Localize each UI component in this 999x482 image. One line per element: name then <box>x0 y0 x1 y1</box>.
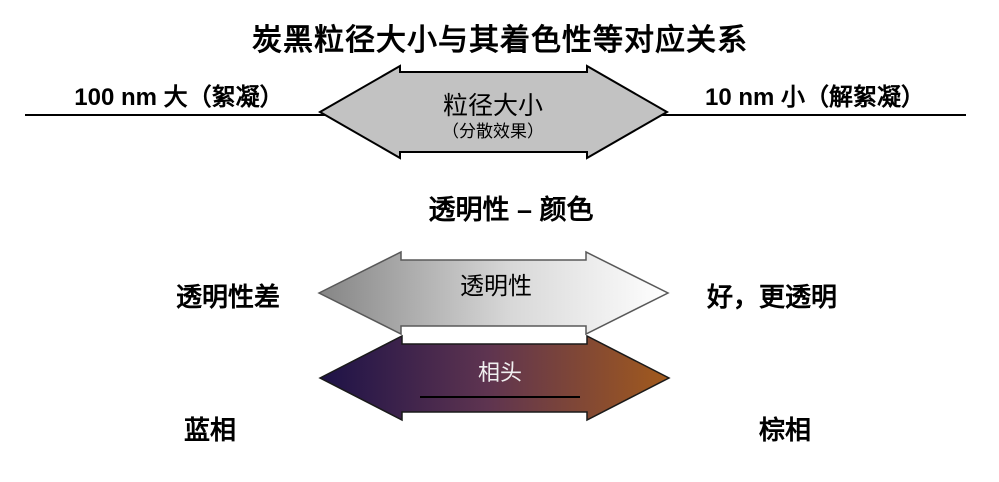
transparency-arrow <box>317 250 670 336</box>
hue-arrow <box>318 334 671 422</box>
particle-size-right-label: 10 nm 小（解絮凝） <box>704 84 926 111</box>
blue-phase-label: 蓝相 <box>183 415 237 445</box>
transparency-right-label: 好，更透明 <box>706 282 838 312</box>
particle-size-left-label: 100 nm 大（絮凝） <box>74 84 284 111</box>
transparency-arrow-label: 透明性 <box>460 273 532 300</box>
particle-size-arrow <box>317 64 670 160</box>
brown-phase-label: 棕相 <box>758 415 812 445</box>
hue-arrow-label: 相头 <box>477 360 523 385</box>
particle-size-arrow-label: 粒径大小 <box>442 92 544 120</box>
transparency-left-label: 透明性差 <box>175 282 281 312</box>
particle-size-arrow-sublabel: （分散效果） <box>442 122 544 141</box>
page-title: 炭黑粒径大小与其着色性等对应关系 <box>252 24 748 57</box>
transparency-color-heading: 透明性 – 颜色 <box>428 195 594 225</box>
